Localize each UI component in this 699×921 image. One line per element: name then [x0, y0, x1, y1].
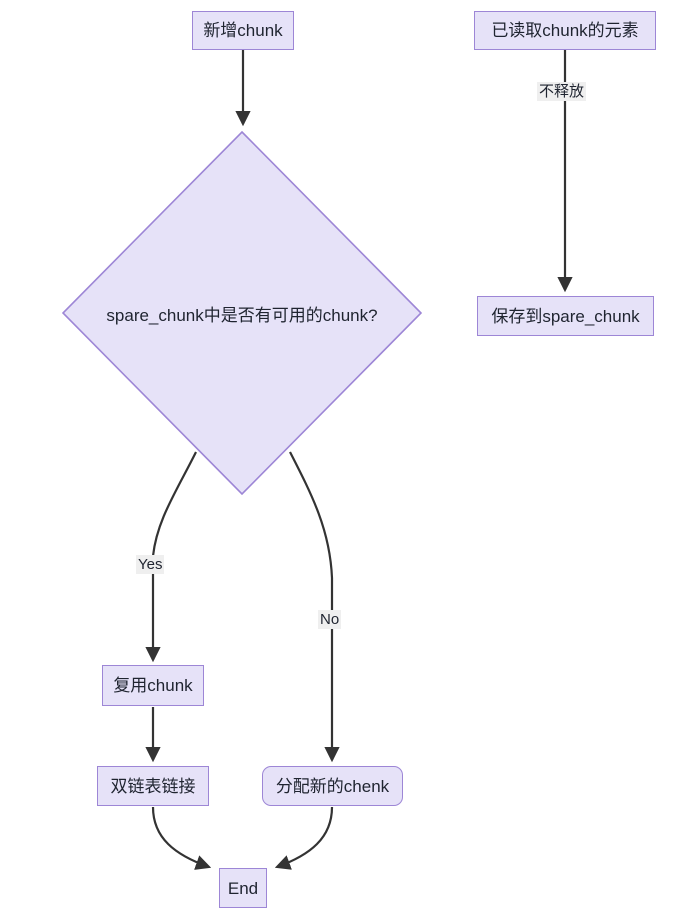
edge-alloc-new-to-end — [274, 806, 334, 870]
node-end-label: End — [227, 878, 259, 898]
edge-linked-list-to-end — [151, 806, 212, 870]
node-reuse-chunk[interactable]: 复用chunk — [102, 665, 204, 706]
node-linked-list[interactable]: 双链表链接 — [97, 766, 209, 806]
node-new-chunk-label: 新增chunk — [203, 21, 283, 40]
edge-decision-to-alloc-new — [289, 451, 340, 763]
node-reuse-chunk-label: 复用chunk — [113, 676, 193, 695]
node-alloc-new[interactable]: 分配新的chenk — [262, 766, 403, 806]
node-new-chunk[interactable]: 新增chunk — [192, 11, 294, 50]
node-linked-list-label: 双链表链接 — [110, 776, 196, 796]
node-end[interactable]: End — [219, 868, 267, 908]
edge-label-yes: Yes — [136, 555, 165, 575]
diamond-shape — [62, 131, 422, 495]
node-save-spare-label: 保存到spare_chunk — [491, 306, 640, 326]
edge-label-no-release: 不释放 — [537, 82, 587, 102]
node-read-elem[interactable]: 已读取chunk的元素 — [474, 11, 656, 50]
edge-label-no: No — [318, 610, 342, 630]
node-read-elem-label: 已读取chunk的元素 — [491, 21, 639, 40]
node-alloc-new-label: 分配新的chenk — [275, 776, 390, 796]
node-decision-label: spare_chunk中是否有可用的chunk? — [106, 305, 378, 325]
node-save-spare[interactable]: 保存到spare_chunk — [477, 296, 654, 336]
node-decision[interactable]: spare_chunk中是否有可用的chunk? — [62, 131, 422, 495]
